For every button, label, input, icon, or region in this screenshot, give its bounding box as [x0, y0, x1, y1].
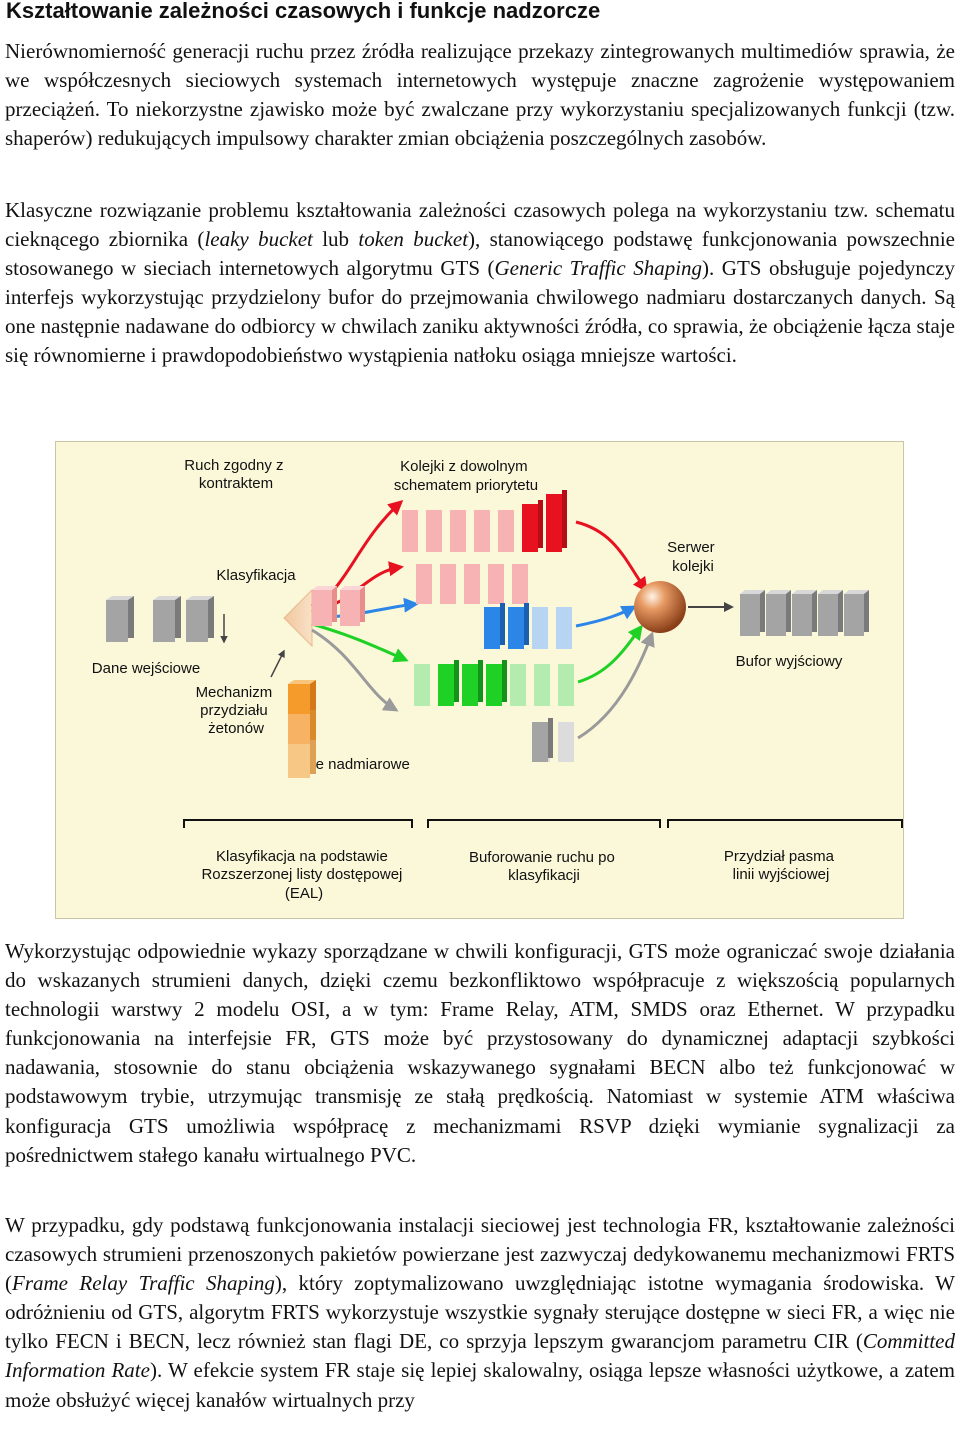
paragraph-gts: Klasyczne rozwiązanie problemu kształtow… [5, 196, 955, 371]
label-line: żetonów [208, 720, 264, 737]
italic-term: Frame Relay Traffic Shaping [12, 1271, 275, 1296]
label-line: klasyfikacji [508, 867, 580, 884]
server-arrow-gray [577, 631, 655, 740]
bracket-stage-3 [667, 819, 903, 828]
section-title: Kształtowanie zależności czasowych i fun… [6, 0, 601, 23]
flow-arrow-gray [311, 628, 399, 712]
queue-red-lower [416, 564, 528, 604]
text-run: W przypadku, gdy podstawą funkcjonowania… [5, 1213, 955, 1296]
text-run: ). GTS obsługuje pojedynczy interfejs wy… [5, 256, 955, 368]
label-line: Buforowanie ruchu po [469, 849, 615, 866]
label-line: kontraktem [199, 475, 273, 492]
pointer-arrow [270, 649, 285, 678]
italic-term: leaky bucket [204, 227, 313, 252]
packet-gray [106, 596, 134, 642]
diagram-canvas: Ruch zgodny z kontraktem Kolejki z dowol… [92, 457, 903, 902]
output-buffer-packets [740, 590, 869, 636]
label-input-data: Dane wejściowe [92, 660, 200, 677]
label-line: Kolejki z dowolnym [400, 458, 528, 475]
label-line: Przydział pasma [724, 848, 835, 865]
server-arrow-red [575, 520, 648, 593]
text-run: ). W efekcie system FR staje się lepiej … [5, 1358, 955, 1412]
packet-gray [153, 596, 181, 642]
paragraph-frts: W przypadku, gdy podstawą funkcjonowania… [5, 1211, 955, 1415]
label-line: przydziału [200, 702, 268, 719]
label-line: Serwer [667, 539, 715, 556]
text-run: ), który zoptymalizowano uwzględniając i… [5, 1271, 955, 1354]
label-line: schematem priorytetu [394, 477, 538, 494]
label-line: linii wyjściowej [733, 866, 830, 883]
server-arrow-blue [575, 605, 637, 628]
queue-red [402, 490, 567, 552]
label-line: Rozszerzonej listy dostępowej [201, 866, 402, 883]
traffic-shaping-diagram: Ruch zgodny z kontraktem Kolejki z dowol… [55, 441, 904, 919]
server-arrow-green [577, 624, 643, 684]
label-line: Mechanizm [196, 684, 273, 701]
text-run: ), stanowiącego podstawę funkcjonowania … [5, 227, 955, 281]
queue-green [414, 660, 574, 706]
input-packets [106, 596, 214, 642]
label-traffic-contract: Ruch zgodny z kontraktem [184, 457, 287, 492]
italic-term: token bucket [358, 227, 469, 252]
label-line: (EAL) [285, 885, 323, 902]
bracket-stage-1 [183, 819, 413, 828]
queue-blue [484, 603, 572, 649]
token-bucket [288, 680, 316, 778]
label-priority-queues: Kolejki z dowolnym schematem priorytetu [394, 458, 538, 494]
label-stage-2: Buforowanie ruchu po klasyfikacji [469, 849, 619, 884]
packet-pink [312, 586, 337, 626]
label-excess-data: Dane nadmiarowe [288, 756, 410, 773]
italic-term: Committed Information Rate [5, 1329, 955, 1383]
label-line: Ruch zgodny z [184, 457, 283, 474]
label-output-buffer: Bufor wyjściowy [736, 653, 843, 670]
paragraph-gts-config: Wykorzystując odpowiednie wykazy sporząd… [5, 939, 955, 1167]
classifier-shape [283, 588, 313, 648]
label-stage-3: Przydział pasma linii wyjściowej [724, 848, 838, 883]
queue-gray [532, 718, 574, 762]
bracket-stage-2 [427, 819, 661, 828]
text-run: lub [312, 227, 359, 252]
label-token-mechanism: Mechanizm przydziału żetonów [196, 684, 277, 737]
classified-packets [312, 586, 365, 626]
paragraph-intro: Nierównomierność generacji ruchu przez ź… [5, 39, 955, 151]
queue-server-sphere [634, 581, 686, 633]
label-line: Klasyfikacja na podstawie [216, 848, 388, 865]
packet-pink [340, 586, 365, 626]
label-line: kolejki [672, 558, 714, 575]
text-run: Klasyczne rozwiązanie problemu kształtow… [5, 198, 955, 252]
label-server: Serwer kolejki [667, 539, 719, 575]
label-classification: Klasyfikacja [216, 567, 296, 584]
label-stage-1: Klasyfikacja na podstawie Rozszerzonej l… [201, 848, 406, 902]
packet-gray [186, 596, 214, 642]
flow-arrow-green [311, 622, 409, 663]
italic-term: Generic Traffic Shaping [494, 256, 703, 281]
